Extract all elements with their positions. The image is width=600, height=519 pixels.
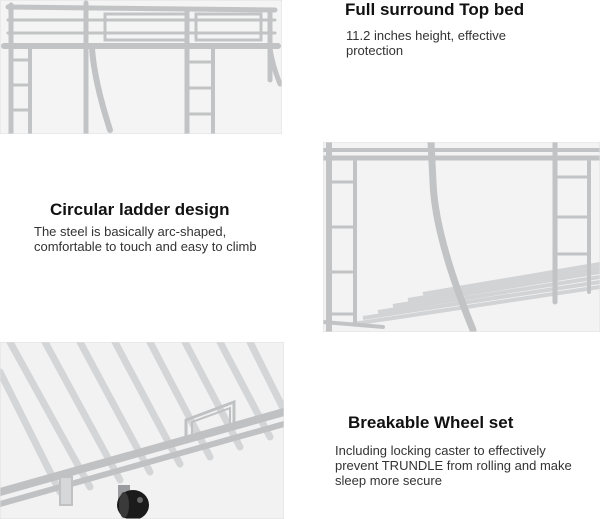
feature-desc-top-bed: 11.2 inches height, effective protection bbox=[346, 28, 506, 58]
feature-desc-ladder: The steel is basically arc-shaped, comfo… bbox=[34, 224, 257, 254]
feature-desc-wheel: Including locking caster to effectively … bbox=[335, 443, 572, 488]
top-bed-photo bbox=[0, 0, 282, 134]
caster-wheel-icon bbox=[117, 485, 149, 519]
trundle-wheel-photo bbox=[0, 342, 284, 519]
ladder-photo bbox=[323, 142, 600, 332]
feature-title-ladder: Circular ladder design bbox=[50, 200, 230, 219]
feature-title-wheel: Breakable Wheel set bbox=[348, 413, 514, 432]
feature-title-top-bed: Full surround Top bed bbox=[345, 0, 525, 19]
